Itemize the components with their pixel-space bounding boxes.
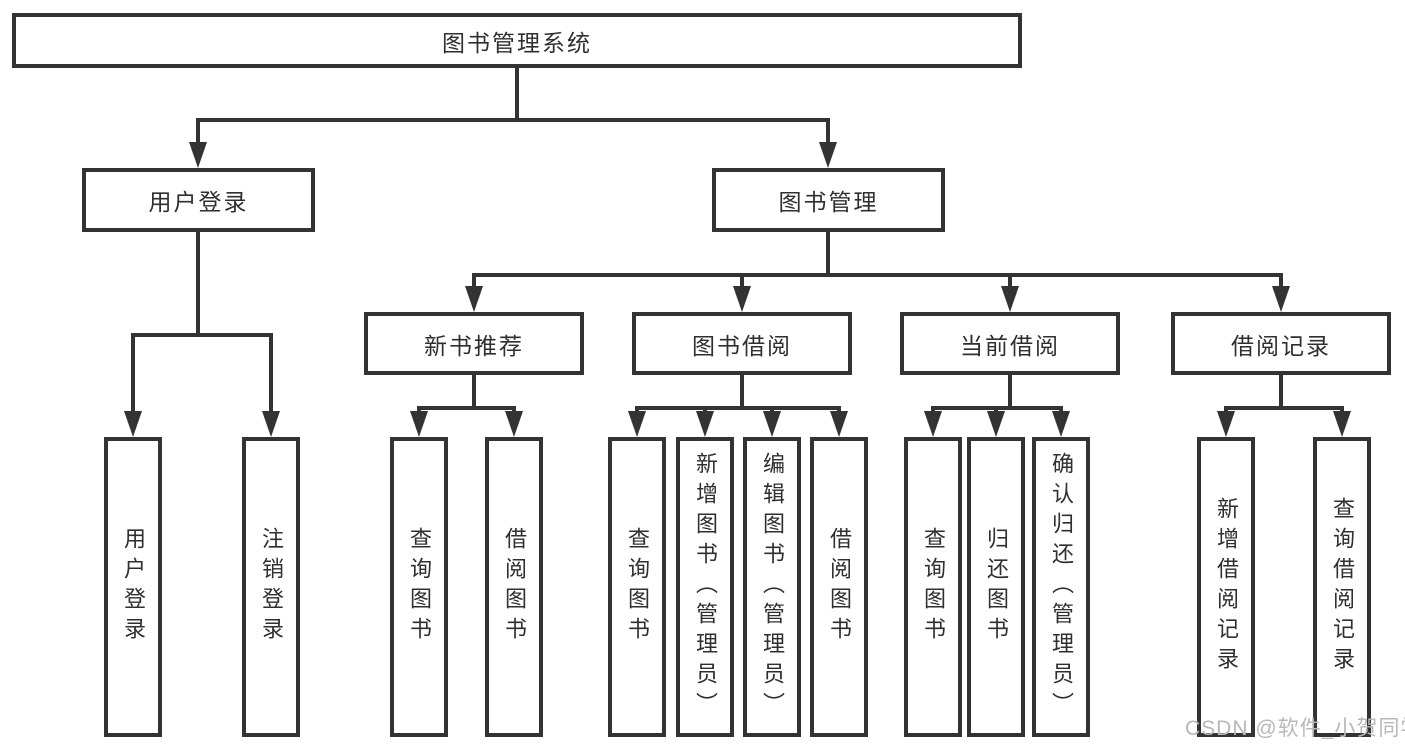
arrowhead-leaf-logout: [262, 411, 280, 437]
arrowhead-leaf-query-current: [924, 411, 942, 437]
connector-to-new-book-recommend: [472, 273, 476, 289]
connector-book-management-stem: [826, 232, 830, 275]
connector-user-login-rail: [131, 333, 273, 337]
leaf-return-books: 归还图书: [967, 437, 1025, 737]
connector-borrow-stem: [740, 375, 744, 408]
arrowhead-leaf-edit-books: [763, 411, 781, 437]
leaf-confirm-return-admin: 确认归还（管理员）: [1032, 437, 1090, 737]
leaf-query-borrow-record: 查询借阅记录: [1313, 437, 1371, 737]
leaf-edit-books-admin: 编辑图书（管理员）: [743, 437, 801, 737]
connector-to-leaf-add-books: [703, 406, 707, 414]
connector-to-leaf-query-current: [931, 406, 935, 414]
connector-to-leaf-borrow-books: [837, 406, 841, 414]
connector-to-borrow-records: [1279, 273, 1283, 289]
arrowhead-leaf-borrow-recommend: [505, 411, 523, 437]
leaf-borrow-books-recommend: 借阅图书: [485, 437, 543, 737]
node-book-borrow-label: 图书借阅: [692, 332, 792, 359]
arrowhead-leaf-query-recommend: [410, 411, 428, 437]
connector-to-leaf-query-record: [1340, 406, 1344, 414]
node-user-login: 用户登录: [82, 168, 315, 232]
node-borrow-records: 借阅记录: [1171, 312, 1391, 375]
connector-to-leaf-confirm-return: [1059, 406, 1063, 414]
connector-to-leaf-return-books: [994, 406, 998, 414]
node-new-book-recommend-label: 新书推荐: [424, 332, 524, 359]
arrowhead-leaf-add-record: [1217, 411, 1235, 437]
connector-recommend-stem: [472, 375, 476, 408]
leaf-user-login: 用户登录: [104, 437, 162, 737]
connector-records-stem: [1279, 375, 1283, 408]
arrowhead-leaf-user-login: [124, 411, 142, 437]
connector-recommend-rail: [417, 406, 516, 410]
arrowhead-book-borrow: [733, 286, 751, 312]
connector-to-leaf-query-recommend: [417, 406, 421, 414]
leaf-query-books-recommend: 查询图书: [390, 437, 448, 737]
connector-to-leaf-user-login: [131, 333, 135, 413]
arrowhead-leaf-return-books: [987, 411, 1005, 437]
connector-level1-rail: [196, 118, 830, 122]
connector-to-book-management: [826, 118, 830, 146]
node-root-label: 图书管理系统: [442, 29, 592, 56]
leaf-edit-books-admin-label: 编辑图书（管理员）: [760, 452, 785, 722]
connector-to-leaf-query-borrow: [635, 406, 639, 414]
arrowhead-user-login: [189, 142, 207, 168]
node-current-borrow: 当前借阅: [900, 312, 1120, 375]
connector-to-current-borrow: [1008, 273, 1012, 289]
arrowhead-book-management: [819, 142, 837, 168]
leaf-query-borrow-record-label: 查询借阅记录: [1330, 497, 1355, 677]
node-user-login-label: 用户登录: [148, 189, 249, 215]
connector-root-stem: [515, 68, 519, 120]
node-borrow-records-label: 借阅记录: [1231, 332, 1331, 359]
leaf-return-books-label: 归还图书: [984, 527, 1009, 647]
node-book-borrow: 图书借阅: [632, 312, 852, 375]
leaf-borrow-books-label: 借阅图书: [827, 527, 852, 647]
connector-current-stem: [1008, 375, 1012, 408]
leaf-add-books-admin: 新增图书（管理员）: [676, 437, 734, 737]
connector-to-leaf-borrow-recommend: [512, 406, 516, 414]
connector-to-leaf-logout: [269, 333, 273, 413]
leaf-query-books-current: 查询图书: [904, 437, 962, 737]
arrowhead-borrow-records: [1272, 286, 1290, 312]
leaf-logout-label: 注销登录: [259, 527, 284, 647]
arrowhead-new-book-recommend: [465, 286, 483, 312]
arrowhead-leaf-query-borrow: [628, 411, 646, 437]
connector-to-book-borrow: [740, 273, 744, 289]
connector-user-login-stem: [196, 232, 200, 335]
leaf-logout: 注销登录: [242, 437, 300, 737]
connector-borrow-rail: [635, 406, 841, 410]
leaf-query-books-borrow: 查询图书: [608, 437, 666, 737]
leaf-add-borrow-record-label: 新增借阅记录: [1214, 497, 1239, 677]
arrowhead-leaf-confirm-return: [1052, 411, 1070, 437]
connector-to-leaf-add-record: [1224, 406, 1228, 414]
leaf-user-login-label: 用户登录: [121, 527, 146, 647]
connector-records-rail: [1224, 406, 1344, 410]
connector-to-user-login: [196, 118, 200, 146]
arrowhead-leaf-add-books: [696, 411, 714, 437]
leaf-add-borrow-record: 新增借阅记录: [1197, 437, 1255, 737]
leaf-borrow-books: 借阅图书: [810, 437, 868, 737]
node-new-book-recommend: 新书推荐: [364, 312, 584, 375]
node-book-management: 图书管理: [712, 168, 945, 232]
watermark: CSDN @软件_小贺同学: [1185, 717, 1405, 740]
leaf-add-books-admin-label: 新增图书（管理员）: [693, 452, 718, 722]
arrowhead-current-borrow: [1001, 286, 1019, 312]
arrowhead-leaf-query-record: [1333, 411, 1351, 437]
leaf-borrow-books-recommend-label: 借阅图书: [502, 527, 527, 647]
connector-level2-rail: [472, 273, 1283, 277]
leaf-query-books-borrow-label: 查询图书: [625, 527, 650, 647]
leaf-query-books-recommend-label: 查询图书: [407, 527, 432, 647]
node-book-management-label: 图书管理: [778, 189, 879, 215]
leaf-confirm-return-admin-label: 确认归还（管理员）: [1049, 452, 1074, 722]
node-root: 图书管理系统: [12, 13, 1022, 68]
connector-to-leaf-edit-books: [770, 406, 774, 414]
arrowhead-leaf-borrow-books: [830, 411, 848, 437]
node-current-borrow-label: 当前借阅: [960, 332, 1060, 359]
leaf-query-books-current-label: 查询图书: [921, 527, 946, 647]
